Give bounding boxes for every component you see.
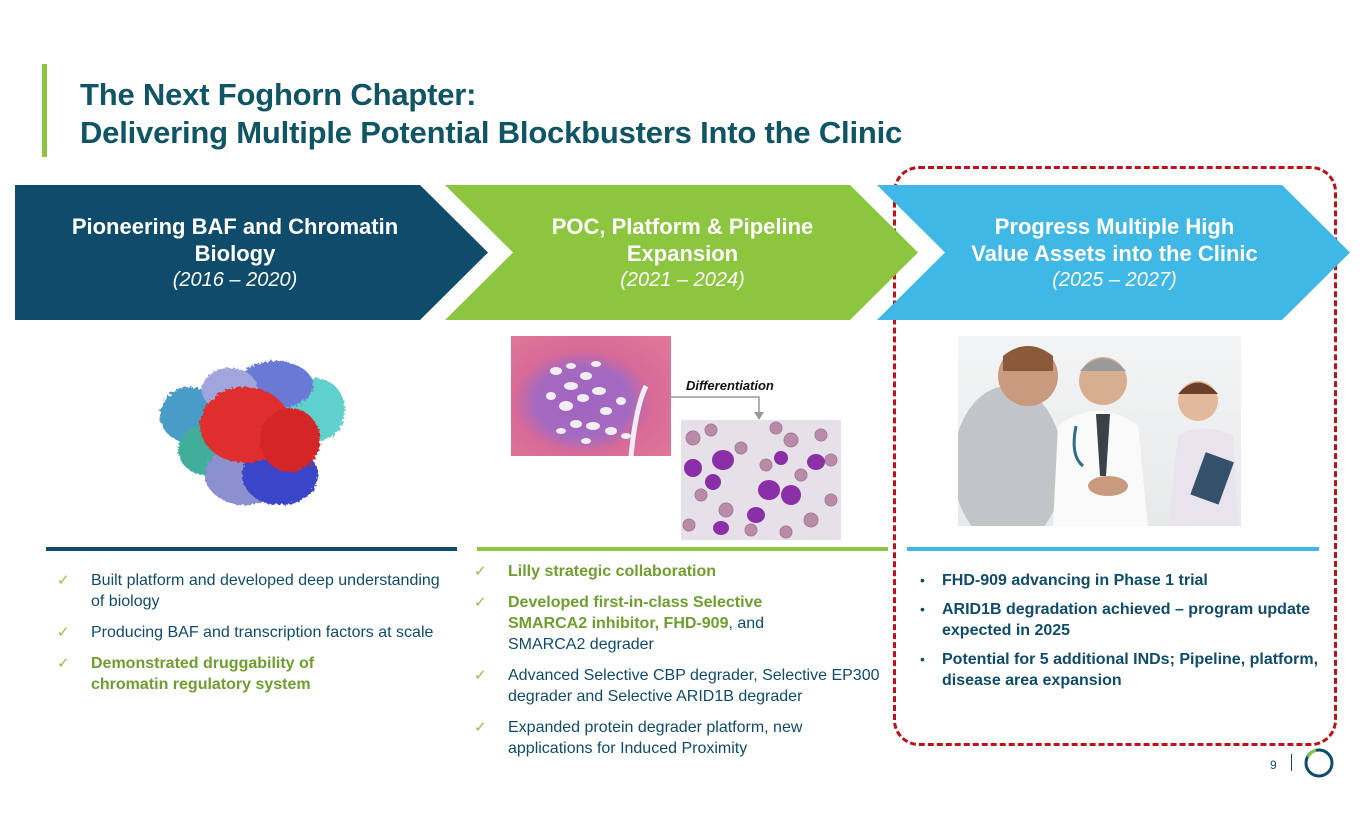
protein-structure-image [160,361,345,505]
checkmark-icon: ✓ [57,572,70,589]
phase-3-title-line2: Value Assets into the Clinic [971,240,1258,266]
phase-3-years: (2025 – 2027) [1052,268,1177,291]
phase-2-years: (2021 – 2024) [620,268,745,291]
foghorn-logo-icon [1304,748,1334,778]
phase-3-goals: •FHD-909 advancing in Phase 1 trial •ARI… [920,570,1320,699]
bullet-icon: • [920,572,925,588]
list-item: •Potential for 5 additional INDs; Pipeli… [920,651,1319,689]
highlight-dashed-box [893,166,1337,746]
checkmark-icon: ✓ [474,594,487,611]
tissue-histology-image [511,336,671,456]
phase-1-achievements: ✓Built platform and developed deep under… [57,570,457,705]
phase-2-divider [477,547,888,551]
phase-2-title-line1: POC, Platform & Pipeline [551,213,814,239]
chevron-shape-2 [445,185,918,320]
phase-1-years: (2016 – 2020) [172,268,298,291]
phase-1-chevron: Pioneering BAF and Chromatin Biology (20… [15,185,490,320]
list-item: •ARID1B degradation achieved – program u… [920,601,1311,639]
list-item: ✓Developed first-in-class Selective SMAR… [474,594,765,653]
list-item: ✓Expanded protein degrader platform, new… [474,719,803,757]
list-item: ✓Built platform and developed deep under… [57,572,440,610]
phase-1-title-line2: Biology [194,240,276,266]
list-item: ✓Demonstrated druggability of chromatin … [57,655,315,693]
blood-smear-image [681,420,841,540]
checkmark-icon: ✓ [474,563,487,580]
phase-2-title-line2: Expansion [626,240,739,266]
bullet-icon: • [920,651,925,667]
phase-1-title-line1: Pioneering BAF and Chromatin [71,213,399,239]
page-number: 9 [1270,758,1277,772]
list-item: ✓Producing BAF and transcription factors… [57,624,434,641]
differentiation-label: Differentiation [686,378,774,393]
title-accent-bar [42,64,47,157]
phase-2-achievements: ✓Lilly strategic collaboration ✓Develope… [474,561,884,769]
phase-3-chevron: Progress Multiple High Value Assets into… [877,185,1352,320]
list-item: ✓Lilly strategic collaboration [474,563,717,580]
phase-1-divider [46,547,457,551]
slide-title-line1: The Next Foghorn Chapter: [80,77,477,112]
checkmark-icon: ✓ [57,655,70,672]
chevron-shape-1 [15,185,488,320]
phase-3-divider [907,547,1319,551]
checkmark-icon: ✓ [57,624,70,641]
slide-title-line2: Delivering Multiple Potential Blockbuste… [80,115,903,150]
page-separator [1291,754,1292,771]
list-item: ✓Advanced Selective CBP degrader, Select… [474,667,880,705]
checkmark-icon: ✓ [474,719,487,736]
chevron-shape-3 [877,185,1350,320]
phase-2-chevron: POC, Platform & Pipeline Expansion (2021… [445,185,920,320]
list-item: •FHD-909 advancing in Phase 1 trial [920,572,1208,589]
phase-3-title-line1: Progress Multiple High [994,213,1235,239]
differentiation-arrow-icon [671,396,764,420]
slide-title: The Next Foghorn Chapter: Delivering Mul… [80,76,902,152]
checkmark-icon: ✓ [474,667,487,684]
bullet-icon: • [920,601,925,617]
doctor-patient-photo [958,336,1241,526]
